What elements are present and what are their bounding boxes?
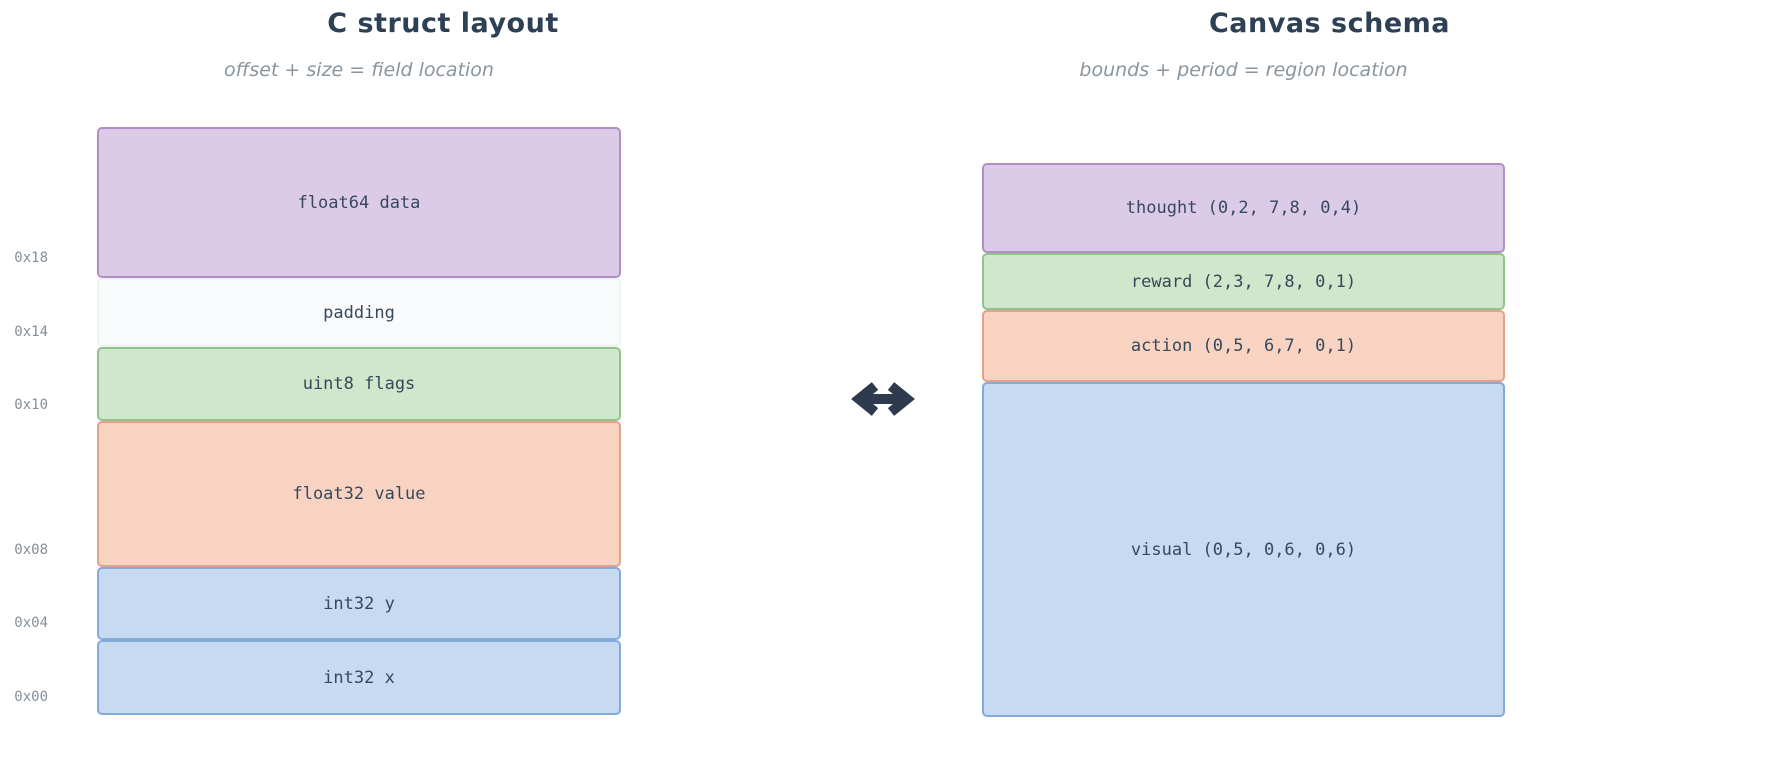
offset-label-0x14: 0x14: [14, 324, 48, 340]
schema-region-thought: thought (0,2, 7,8, 0,4): [982, 163, 1505, 253]
struct-field-padding: padding: [97, 278, 621, 347]
struct-field-uint8-flags: uint8 flags: [97, 347, 621, 421]
schema-region-visual: visual (0,5, 0,6, 0,6): [982, 382, 1505, 717]
struct-field-int32-y: int32 y: [97, 567, 621, 640]
offset-label-0x04: 0x04: [14, 615, 48, 631]
struct-field-float64-data: float64 data: [97, 127, 621, 278]
schema-region-action: action (0,5, 6,7, 0,1): [982, 310, 1505, 382]
offset-label-0x18: 0x18: [14, 250, 48, 266]
offset-label-0x08: 0x08: [14, 542, 48, 558]
offset-label-0x00: 0x00: [14, 689, 48, 705]
struct-field-int32-x: int32 x: [97, 640, 621, 715]
left-panel-subtitle: offset + size = field location: [224, 59, 494, 81]
right-panel-title: Canvas schema: [1208, 8, 1450, 39]
bidirectional-arrow-icon: [851, 379, 915, 419]
left-panel-title: C struct layout: [327, 8, 559, 39]
right-panel-subtitle: bounds + period = region location: [1079, 59, 1408, 81]
struct-field-float32-value: float32 value: [97, 421, 621, 567]
offset-label-0x10: 0x10: [14, 397, 48, 413]
schema-region-reward: reward (2,3, 7,8, 0,1): [982, 253, 1505, 310]
